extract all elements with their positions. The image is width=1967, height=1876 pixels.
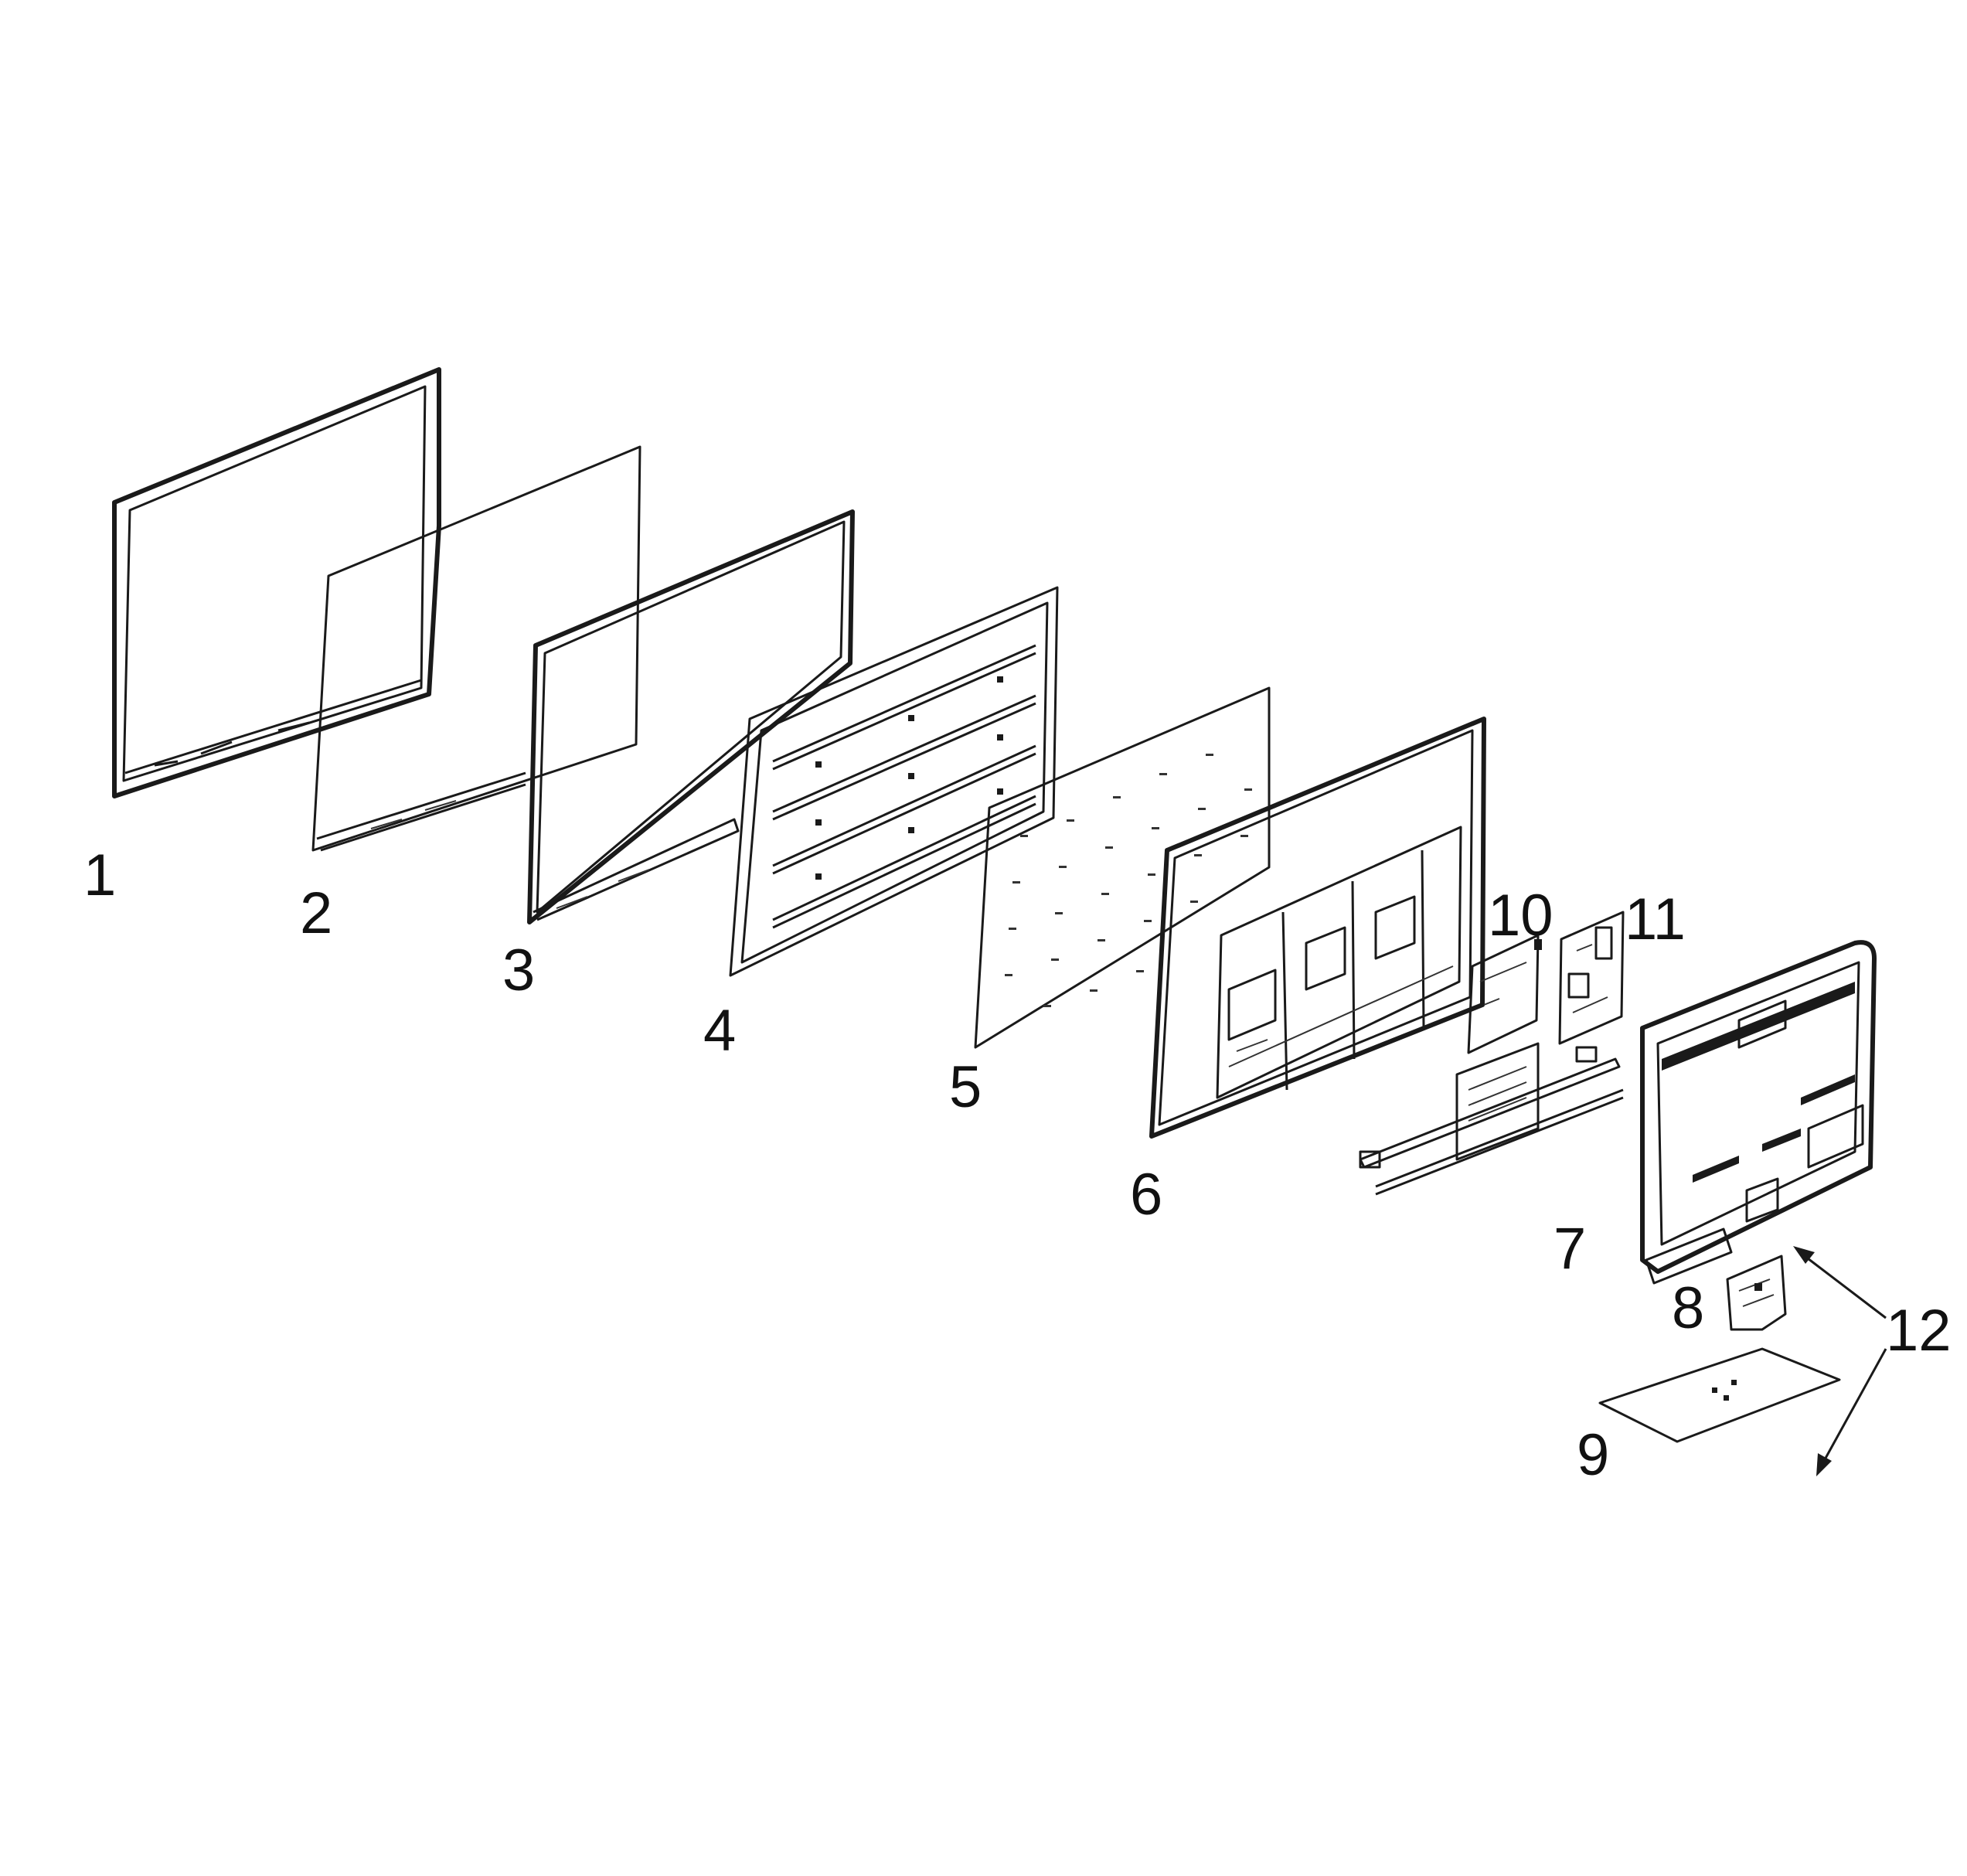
part-4-backlight-module [729,586,1059,977]
part-label-11: 11 [1625,887,1686,952]
part-label-5: 5 [949,1054,982,1120]
part-label-6: 6 [1130,1162,1162,1227]
part-label-9: 9 [1577,1422,1609,1488]
part-8-stand-neck [1726,1255,1787,1331]
part-5-diffuser-sheet [974,686,1271,1049]
part-7-rear-cover [1640,940,1877,1285]
part-9-stand-base [1598,1347,1841,1443]
part-10-main-board [1467,934,1542,1054]
part-label-3: 3 [502,938,535,1003]
part-1-front-bezel [112,367,441,798]
part-11-power-board [1558,911,1625,1045]
bracket-parts [1359,1042,1624,1196]
part-12-arrows [1793,1246,1887,1476]
part-label-10: 10 [1488,883,1554,948]
part-2-lcd-panel [311,445,641,852]
part-label-2: 2 [300,880,332,946]
part-3-middle-frame [527,509,855,924]
part-labels: 1 2 3 4 5 6 7 8 9 10 11 12 [83,843,1952,1488]
part-label-8: 8 [1672,1275,1704,1341]
part-label-4: 4 [703,998,736,1064]
part-6-back-chassis [1149,717,1486,1139]
part-label-7: 7 [1554,1216,1586,1282]
part-label-1: 1 [83,843,116,908]
part-label-12: 12 [1886,1298,1952,1364]
